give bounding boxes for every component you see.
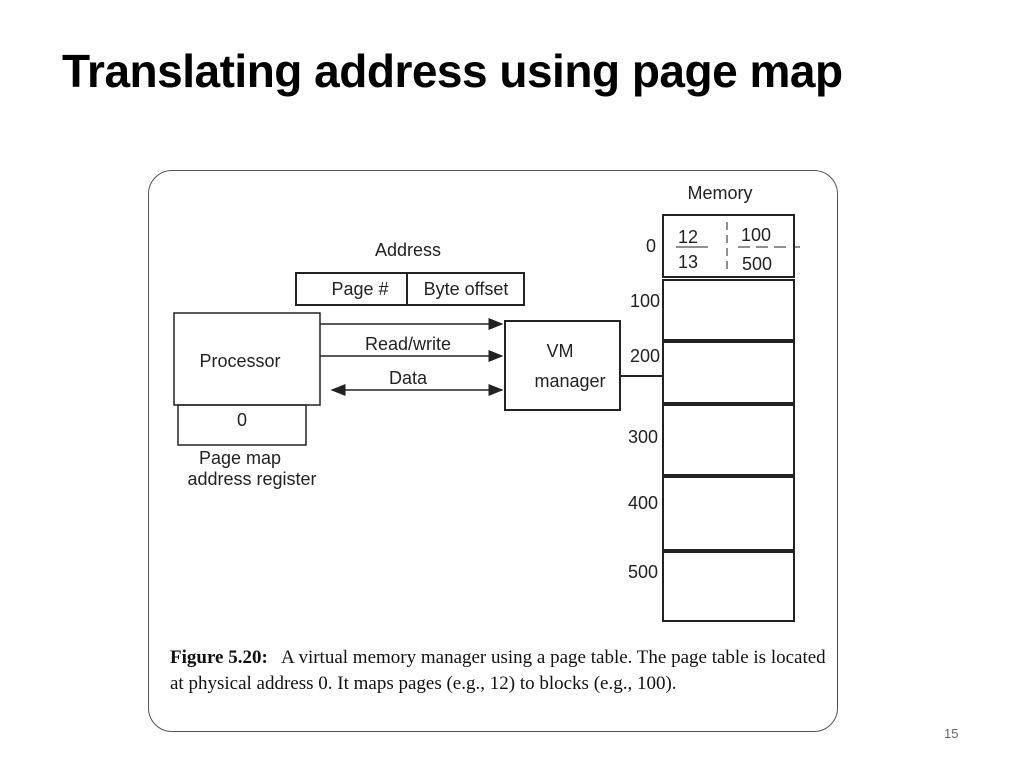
page-table-page-12: 12 [678,227,698,247]
memory-block-400 [662,476,795,551]
slide-title: Translating address using page map [62,45,843,97]
memory-address-200: 200 [630,346,660,366]
page-table-block-100: 100 [741,225,771,245]
page-number: 15 [944,726,959,741]
page-table-block-500: 500 [742,254,772,274]
figure-label: Figure 5.20: [170,647,268,668]
memory-address-400: 400 [628,493,658,513]
memory-block-500 [662,551,795,622]
figure-caption-text: A virtual memory manager using a page ta… [170,647,826,694]
page-map-register-label-line2: address register [187,469,316,489]
page-map-register-box [177,404,307,446]
processor-label: Processor [199,351,280,371]
figure-frame [148,170,838,732]
page-map-register-value: 0 [237,410,247,430]
address-box [295,272,525,306]
vm-manager-label-line2: manager [534,371,605,391]
memory-block-300 [662,404,795,476]
vm-manager-box [504,320,621,411]
page-map-register-label-line1: Page map [199,448,281,468]
figure-caption: Figure 5.20: A virtual memory manager us… [170,645,830,697]
memory-address-500: 500 [628,562,658,582]
address-label: Address [375,240,441,260]
page-table: 12 13 100 500 [676,222,800,274]
memory-label: Memory [687,183,752,203]
memory-block-0 [662,214,795,278]
page-number-field: Page # [331,279,388,299]
data-label: Data [389,368,428,388]
byte-offset-field: Byte offset [424,279,509,299]
memory-block-200 [662,341,795,404]
page-table-page-13: 13 [678,252,698,272]
memory-address-0: 0 [646,236,656,256]
memory-block-100 [662,279,795,341]
read-write-label: Read/write [365,334,451,354]
memory-address-300: 300 [628,427,658,447]
vm-manager-label-line1: VM [547,341,574,361]
memory-address-100: 100 [630,291,660,311]
